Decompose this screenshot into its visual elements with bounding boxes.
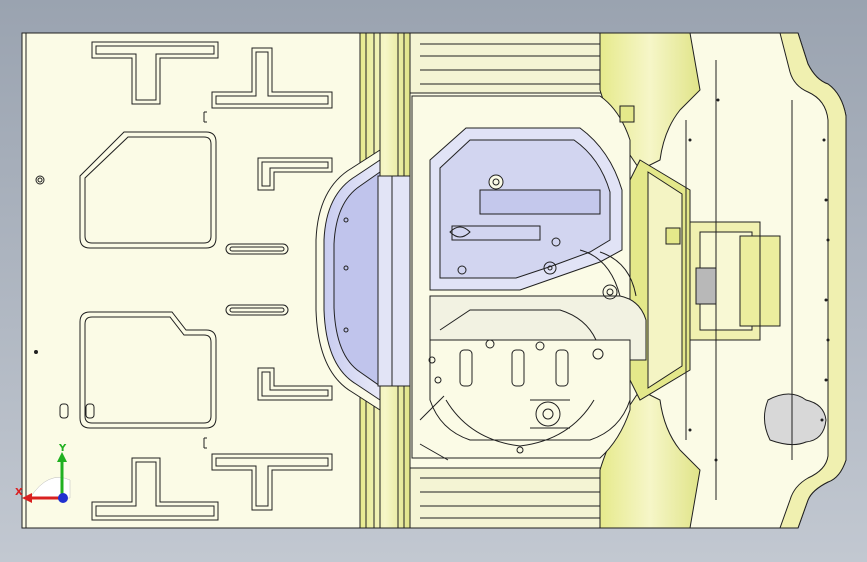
x-axis-label: X: [15, 487, 23, 498]
coordinate-triad[interactable]: Y X: [15, 443, 71, 503]
triad-plane-icon: [29, 477, 71, 499]
front-floor-panel: [21, 32, 373, 529]
tunnel-front-bulge: [315, 149, 413, 411]
flange-holes: [688, 98, 830, 462]
z-axis-dot: [58, 493, 68, 503]
y-axis-label: Y: [58, 443, 67, 454]
center-tunnel: [411, 95, 681, 461]
